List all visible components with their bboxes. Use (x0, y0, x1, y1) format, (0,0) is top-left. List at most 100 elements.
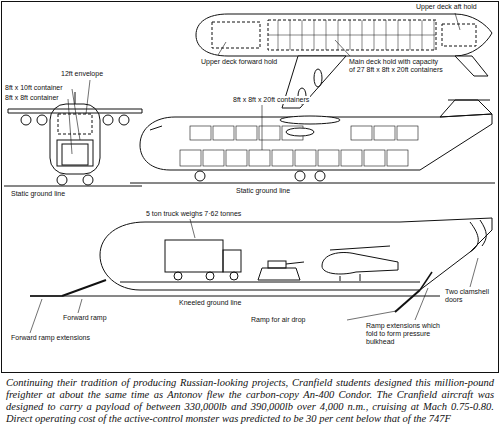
drawing-stroke (360, 274, 361, 281)
drawing-stroke (262, 105, 263, 150)
drawing-stroke (415, 288, 428, 320)
frame (2, 2, 499, 373)
drawing-stroke (103, 115, 113, 125)
drawing-stroke (268, 20, 436, 50)
drawing-stroke (374, 126, 395, 140)
drawing-stroke (455, 56, 488, 76)
plan-view (196, 13, 492, 108)
part-label: 8ft x 8ft container (4, 94, 60, 102)
drawing-stroke (223, 250, 241, 272)
drawing-stroke (258, 268, 300, 280)
drawing-stroke (272, 150, 293, 166)
front-view (4, 80, 142, 186)
drawing-stroke (213, 126, 234, 140)
drawing-stroke (387, 150, 408, 166)
drawing-stroke (218, 42, 226, 55)
drawing-stroke (180, 126, 418, 166)
drawing-stroke (100, 218, 492, 290)
drawing-stroke (165, 240, 223, 272)
drawing-stroke (190, 219, 195, 238)
drawing-stroke (75, 92, 76, 104)
part-label: 5 ton truck weighs 7·62 tonnes (145, 210, 242, 218)
part-label: 8ft x 8ft x 20ft containers (232, 96, 310, 104)
part-label: Forward ramp extensions (10, 334, 91, 342)
drawing-stroke (236, 126, 257, 140)
drawing-stroke (340, 276, 341, 281)
drawing-stroke (83, 175, 93, 185)
drawing-stroke (150, 126, 162, 130)
drawing-stroke (268, 261, 286, 268)
part-label: 12ft envelope (60, 70, 104, 78)
drawing-stroke (364, 150, 385, 166)
drawing-stroke (120, 282, 420, 283)
drawing-stroke (347, 311, 396, 320)
drawing-stroke (318, 150, 339, 166)
drawing-stroke (295, 150, 316, 166)
drawing-stroke (295, 171, 305, 181)
drawing-stroke (470, 258, 478, 287)
drawing-stroke (448, 100, 490, 101)
drawing-stroke (314, 69, 322, 87)
drawing-stroke (58, 114, 92, 134)
part-label: Kneeled ground line (178, 299, 242, 307)
drawing-stroke (286, 128, 314, 136)
drawing-stroke (2, 2, 499, 373)
drawing-stroke (78, 299, 82, 313)
part-label: Static ground line (235, 187, 291, 195)
part-label: Upper deck aft hold (415, 3, 478, 11)
drawing-stroke (480, 220, 486, 246)
drawing-stroke (50, 104, 100, 174)
cutaway-view (30, 218, 492, 333)
drawing-stroke (37, 115, 47, 125)
drawing-stroke (280, 116, 340, 124)
drawing-stroke (57, 140, 93, 166)
drawing-stroke (455, 13, 460, 30)
drawing-stroke (21, 115, 31, 125)
drawing-stroke (322, 253, 398, 275)
drawing-stroke (206, 272, 214, 280)
drawing-stroke (341, 150, 362, 166)
drawing-stroke (62, 144, 88, 165)
drawing-stroke (140, 114, 492, 170)
drawing-stroke (130, 183, 495, 184)
part-label: Static ground line (10, 190, 66, 198)
drawing-stroke (268, 35, 436, 36)
drawing-stroke (190, 126, 211, 140)
part-label: Main deck hold with capacity of 27 8ft x… (348, 58, 445, 74)
side-view (130, 100, 495, 183)
drawing-stroke (57, 175, 67, 185)
drawing-stroke (196, 14, 492, 56)
drawing-stroke (315, 171, 325, 181)
drawing-stroke (351, 126, 372, 140)
drawing-stroke (420, 272, 432, 290)
drawing-stroke (440, 100, 492, 117)
drawing-stroke (68, 99, 72, 154)
drawing-stroke (226, 150, 247, 166)
drawing-stroke (180, 150, 201, 166)
caption: Continuing their tradition of producing … (6, 377, 494, 425)
drawing-stroke (286, 262, 304, 264)
drawing-stroke (203, 150, 224, 166)
drawing-stroke (335, 40, 350, 56)
drawing-stroke (230, 272, 238, 280)
drawing-stroke (268, 20, 436, 50)
part-label: Ramp for air drop (250, 316, 306, 324)
drawing-stroke (174, 272, 182, 280)
drawing-stroke (330, 246, 390, 250)
drawing-stroke (72, 89, 80, 140)
drawing-stroke (212, 22, 260, 48)
drawing-stroke (470, 222, 478, 252)
drawing-stroke (30, 296, 440, 297)
part-label: 8ft x 10ft container (4, 84, 64, 92)
drawing-stroke (30, 299, 42, 333)
part-label: Forward ramp (62, 314, 108, 322)
drawing-stroke (86, 80, 90, 114)
part-label: Two clamshell doors (444, 288, 496, 304)
drawing-stroke (397, 126, 418, 140)
drawing-stroke (62, 280, 106, 296)
part-label: Ramp extensions which fold to form press… (365, 322, 447, 346)
drawing-stroke (119, 115, 129, 125)
drawing-stroke (4, 186, 142, 187)
part-label: Upper deck forward hold (200, 58, 278, 66)
